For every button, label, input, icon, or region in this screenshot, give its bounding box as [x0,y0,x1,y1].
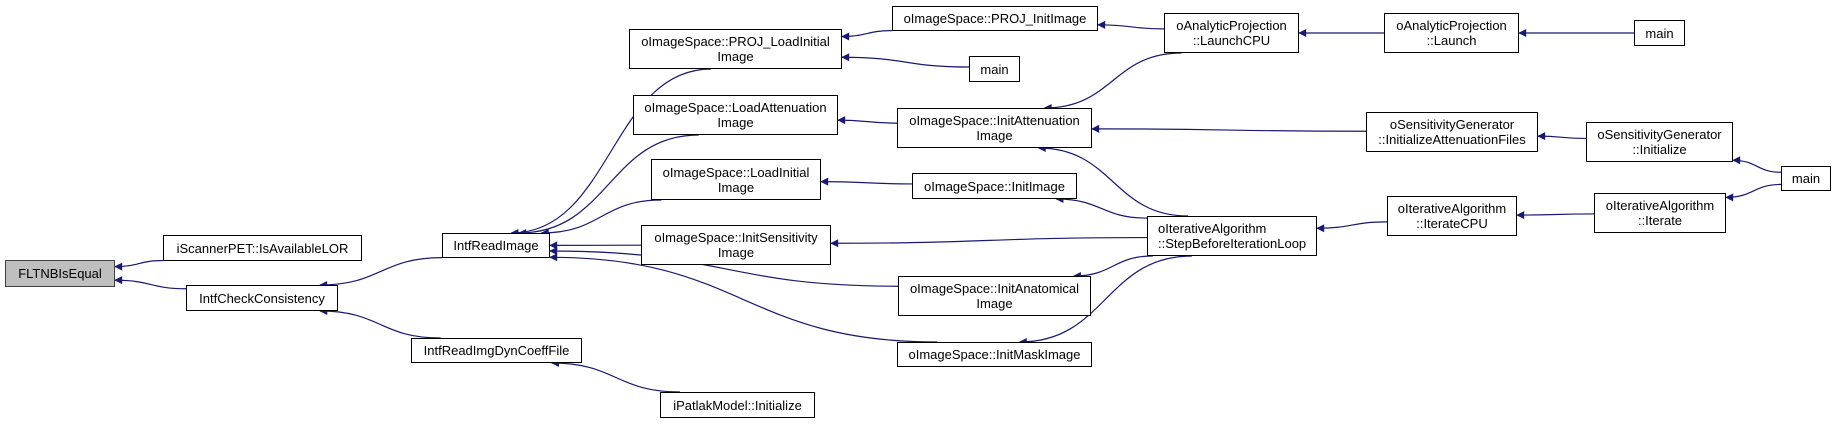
node-init-sensitivity-image[interactable]: oImageSpace::InitSensitivity Image [641,225,831,265]
edge-loadatt-to-readimage [518,134,699,237]
node-intf-check-consistency[interactable]: IntfCheckConsistency [186,285,338,311]
edge-iterate-to-iteratecpu [1516,211,1595,220]
edge-initmask-to-readimage [549,253,938,343]
node-analytic-projection-launch[interactable]: oAnalyticProjection ::Launch [1384,13,1519,53]
edge-stepbefore-to-initsens [830,236,1148,248]
edge-initattfiles-to-initatt [1091,124,1367,133]
edge-initanat-to-readimage [549,246,899,287]
edge-projload-to-readimage [510,68,712,237]
edge-readdyn-to-checkcons [319,307,441,339]
edge-stepbefore-to-initimage [1055,195,1148,219]
edge-main3-to-sensinit [1732,156,1782,173]
node-init-mask-image[interactable]: oImageSpace::InitMaskImage [897,342,1092,367]
node-init-image[interactable]: oImageSpace::InitImage [912,173,1077,199]
node-init-attenuation-image[interactable]: oImageSpace::InitAttenuation Image [897,108,1092,148]
node-iterate-cpu[interactable]: oIterativeAlgorithm ::IterateCPU [1387,196,1517,236]
node-intf-read-img-dyn-coeff-file[interactable]: IntfReadImgDynCoeffFile [411,338,582,363]
node-step-before-iteration-loop[interactable]: oIterativeAlgorithm ::StepBeforeIteratio… [1147,216,1317,256]
edge-launchcpu-to-projinit [1097,20,1165,30]
node-main-3[interactable]: main [1781,166,1831,191]
edge-loadinit-to-readimage [540,199,662,237]
node-intf-read-image[interactable]: IntfReadImage [442,233,550,258]
node-fltnb-is-equal: FLTNBIsEqual [5,260,115,287]
node-scanner-is-available-lor[interactable]: iScannerPET::IsAvailableLOR [163,235,362,261]
edge-initatt-to-loadatt [837,116,898,125]
edge-stepbefore-to-initmask [1018,255,1192,346]
node-initialize-attenuation-files[interactable]: oSensitivityGenerator ::InitializeAttenu… [1366,112,1538,152]
edge-stepbefore-to-initanat [1072,255,1153,280]
edge-scanner-to-fltnb [114,259,164,271]
node-load-attenuation-image[interactable]: oImageSpace::LoadAttenuation Image [633,95,838,135]
edge-readimage-to-checkcons [319,257,443,289]
node-proj-load-initial-image[interactable]: oImageSpace::PROJ_LoadInitial Image [629,29,842,69]
node-load-initial-image[interactable]: oImageSpace::LoadInitial Image [651,159,821,200]
node-patlak-model-initialize[interactable]: iPatlakModel::Initialize [660,392,815,418]
edge-projinit-to-projload [841,30,893,41]
edge-stepbefore-to-initatt [1037,144,1189,217]
edge-main3-to-iterate [1725,183,1782,202]
node-analytic-projection-launch-cpu[interactable]: oAnalyticProjection ::LaunchCPU [1164,13,1299,53]
node-iterative-algorithm-iterate[interactable]: oIterativeAlgorithm ::Iterate [1594,193,1726,233]
node-sensitivity-generator-initialize[interactable]: oSensitivityGenerator ::Initialize [1586,122,1733,162]
edge-main1-to-projload [841,53,970,68]
edge-initimage-to-loadinit [820,177,913,186]
edge-sensinit-to-initattfiles [1537,132,1587,141]
node-main-1[interactable]: main [969,56,1020,82]
node-proj-init-image[interactable]: oImageSpace::PROJ_InitImage [892,6,1098,31]
edge-patlak-to-readdyn [550,359,681,393]
edge-checkcons-to-fltnb [114,276,187,290]
edge-launchcpu-to-initatt [1043,52,1182,112]
node-main-2[interactable]: main [1634,20,1685,46]
node-init-anatomical-image[interactable]: oImageSpace::InitAnatomical Image [898,276,1091,316]
edge-iteratecpu-to-stepbefore [1316,221,1388,233]
